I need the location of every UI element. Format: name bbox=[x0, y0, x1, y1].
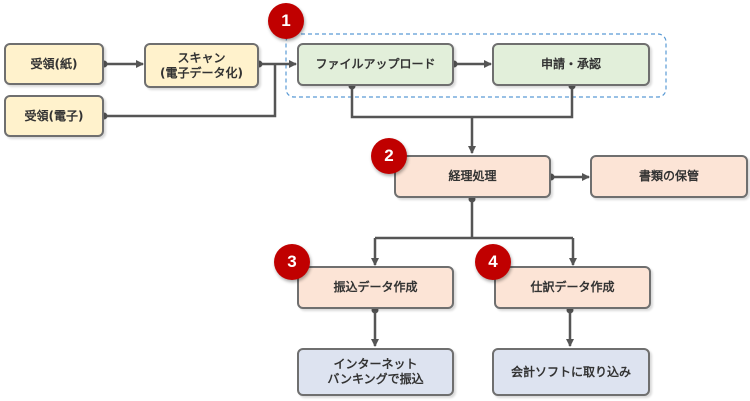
accounting-software-node: 会計ソフトに取り込み bbox=[492, 348, 650, 396]
scan-node: スキャン (電子データ化) bbox=[144, 43, 259, 88]
step-badge-3: 3 bbox=[274, 244, 310, 280]
receive-paper-node: 受領(紙) bbox=[4, 43, 104, 85]
accounting-node: 経理処理 bbox=[394, 155, 551, 198]
merge-line bbox=[350, 86, 574, 119]
internet-banking-node: インターネット バンキングで振込 bbox=[297, 348, 454, 396]
step-badge-4: 4 bbox=[475, 244, 511, 280]
journal-data-node: 仕訳データ作成 bbox=[494, 266, 651, 309]
step-badge-2: 2 bbox=[371, 138, 407, 174]
step-badge-1: 1 bbox=[268, 3, 304, 39]
document-storage-node: 書類の保管 bbox=[590, 155, 748, 198]
transfer-data-node: 振込データ作成 bbox=[297, 266, 454, 309]
receive-electronic-node: 受領(電子) bbox=[4, 95, 104, 137]
application-approval-node: 申請・承認 bbox=[492, 43, 650, 86]
upload-approval-group bbox=[285, 33, 667, 98]
arrow-receive-electronic-to-upload bbox=[104, 64, 277, 118]
file-upload-node: ファイルアップロード bbox=[297, 43, 454, 86]
